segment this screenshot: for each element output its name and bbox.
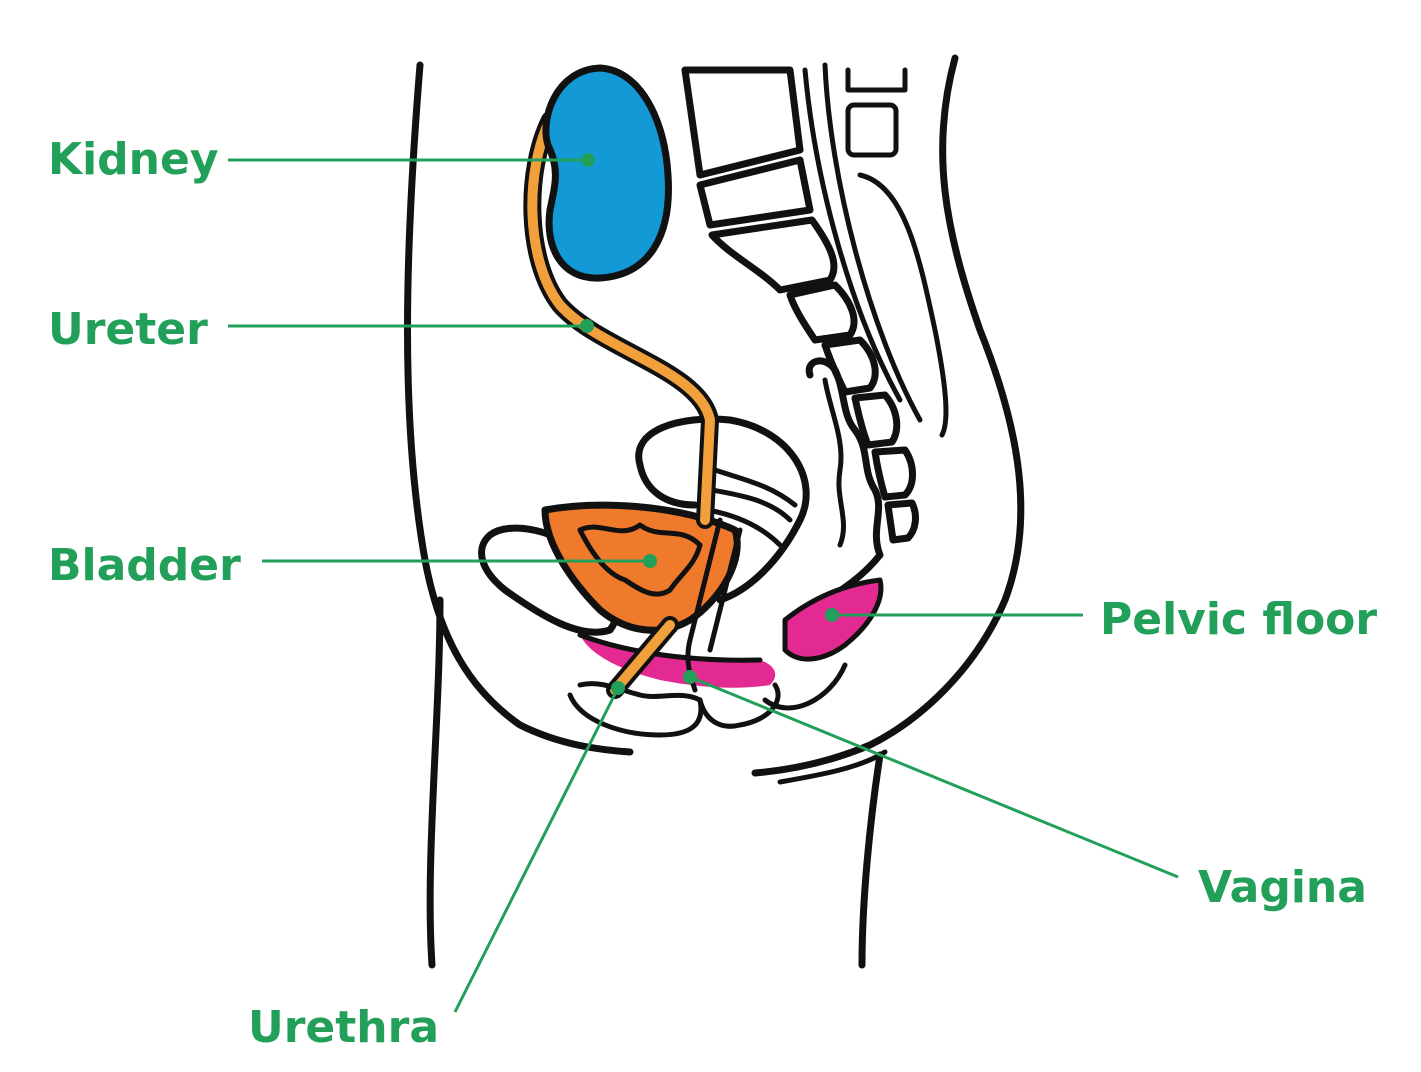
kidney-leader <box>228 153 595 167</box>
ureter <box>523 111 720 529</box>
label-leaders <box>228 153 1179 1013</box>
urethra <box>606 616 679 699</box>
ureter-label: Ureter <box>48 304 208 355</box>
pelvic-floor-leader <box>825 608 1083 622</box>
labels: Kidney Ureter Bladder Pelvic floor Vagin… <box>48 134 1377 1053</box>
vagina-label: Vagina <box>1198 862 1367 913</box>
body-outline <box>404 54 1025 969</box>
kidney <box>542 64 672 282</box>
kidney-label: Kidney <box>48 134 219 185</box>
bladder-leader <box>262 554 657 568</box>
uterus <box>635 415 810 604</box>
urethra-leader <box>453 681 625 1013</box>
spine <box>681 62 949 544</box>
urethra-label: Urethra <box>248 1002 439 1053</box>
rectum <box>805 357 884 609</box>
ureter-leader <box>228 319 594 333</box>
bladder-label: Bladder <box>48 540 241 591</box>
vagina-leader <box>683 670 1179 879</box>
pelvic-floor-label: Pelvic floor <box>1100 594 1377 645</box>
